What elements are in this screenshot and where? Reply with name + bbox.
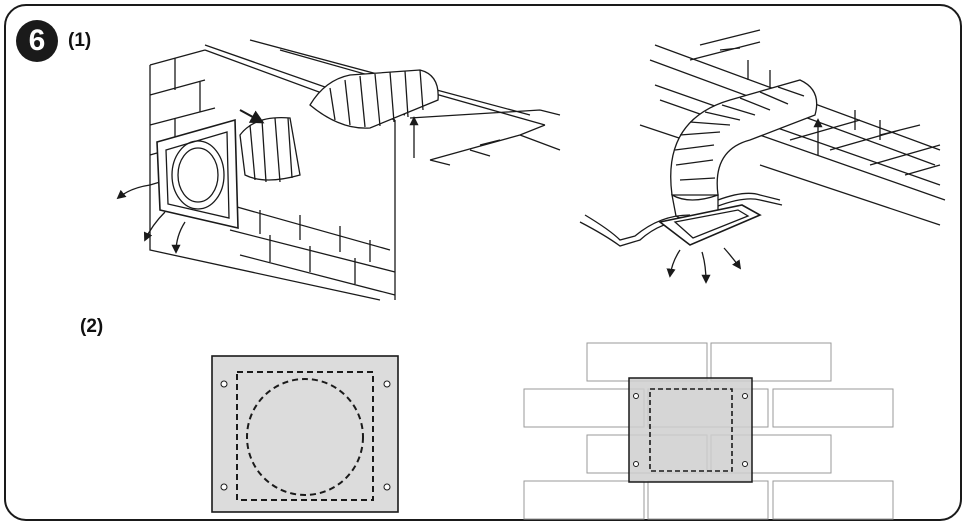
airflow-arrow-icon xyxy=(701,251,711,284)
flexible-duct xyxy=(239,69,439,183)
screw-hole xyxy=(742,461,748,467)
ceiling-grille xyxy=(658,204,762,246)
brick-wall xyxy=(523,342,894,520)
part-2-label: (2) xyxy=(80,316,104,337)
airflow-arrow-icon xyxy=(239,109,265,124)
wall-vent-illustration xyxy=(116,39,561,301)
duct-hole-outline xyxy=(246,378,364,496)
mounted-plate xyxy=(628,377,753,483)
screw-hole xyxy=(220,380,228,388)
part-1-label: (1) xyxy=(68,30,92,51)
airflow-arrow-icon xyxy=(143,211,166,242)
mounting-plate xyxy=(211,355,399,513)
plate-cutout-outline xyxy=(236,371,374,501)
step-number-badge: 6 xyxy=(16,20,58,62)
screw-hole xyxy=(383,483,391,491)
wall-grille xyxy=(156,118,239,230)
airflow-arrow-icon xyxy=(723,247,742,270)
figure-frame xyxy=(4,4,962,521)
ceiling-vent-illustration xyxy=(579,29,946,284)
screw-hole xyxy=(633,393,639,399)
screw-hole xyxy=(742,393,748,399)
airflow-arrow-icon xyxy=(171,221,186,254)
brick-wall-face xyxy=(149,49,396,301)
airflow-arrow-icon xyxy=(116,184,151,200)
screw-hole xyxy=(633,461,639,467)
screw-hole xyxy=(383,380,391,388)
screw-hole xyxy=(220,483,228,491)
airflow-arrow-icon xyxy=(666,249,681,278)
